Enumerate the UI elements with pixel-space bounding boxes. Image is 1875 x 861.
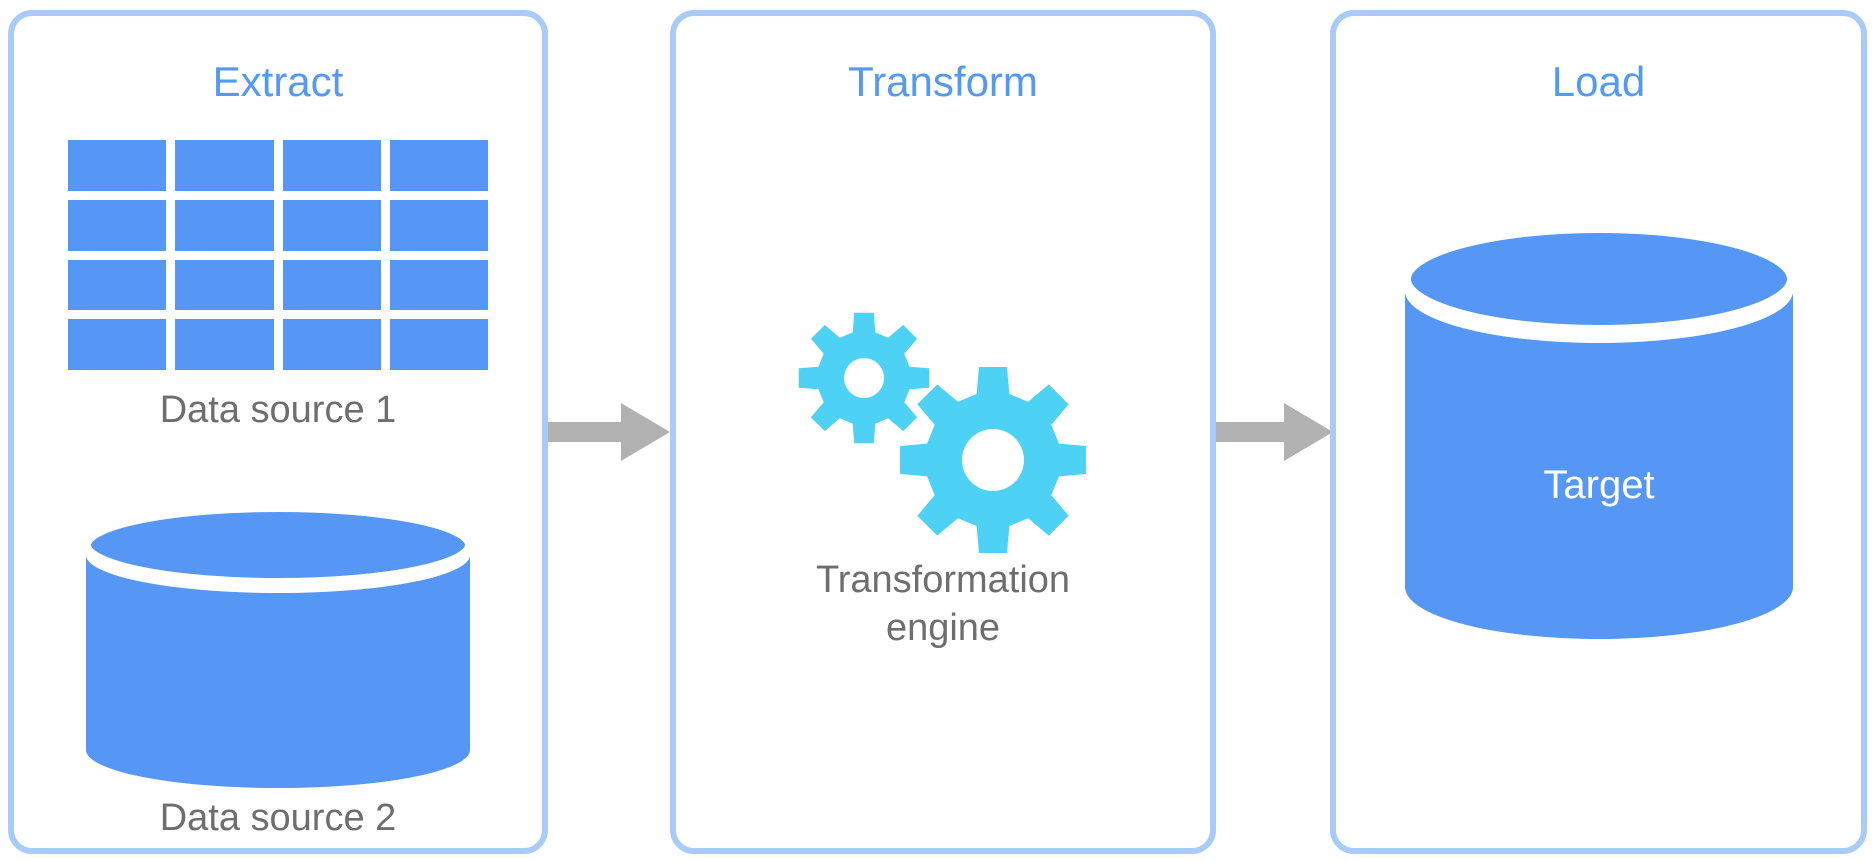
table-cell	[68, 199, 167, 251]
cylinder-body	[1404, 291, 1793, 639]
flow-arrow-extract-to-transform	[548, 403, 670, 461]
icon-label: Data source 2	[159, 797, 397, 839]
table-cell	[389, 319, 488, 370]
table-cell	[68, 259, 167, 311]
table-cell	[282, 259, 381, 311]
icon-label: Transformation engine	[815, 559, 1071, 649]
gears-icon	[798, 312, 1088, 557]
cylinder-cap	[1403, 221, 1794, 337]
target-label: Target	[1543, 463, 1654, 507]
table-cell	[389, 140, 488, 191]
table-cell	[389, 199, 488, 251]
database-cylinder-icon: Target	[1403, 221, 1794, 639]
table-cell	[175, 259, 274, 311]
gear-small-hole	[844, 358, 884, 398]
table-cell	[282, 140, 381, 191]
arrow-shape	[548, 403, 670, 461]
cylinder-body	[86, 555, 470, 788]
table-cell	[68, 319, 167, 370]
flow-arrow-transform-to-load	[1216, 403, 1333, 461]
panel-title-load: Load	[1551, 57, 1646, 105]
table-icon	[68, 140, 488, 370]
panel-load: Load Target	[1330, 10, 1867, 854]
cylinder-cap	[85, 502, 471, 588]
table-cell	[175, 140, 274, 191]
table-cell	[175, 199, 274, 251]
database-cylinder-icon	[85, 502, 471, 788]
gear-large-hole	[962, 429, 1024, 491]
panel-title-extract: Extract	[212, 57, 344, 105]
table-cell	[68, 140, 167, 191]
table-cell	[175, 319, 274, 370]
table-cell	[389, 259, 488, 311]
arrow-shape	[1216, 403, 1333, 461]
panel-title-transform: Transform	[848, 57, 1038, 105]
panel-extract: Extract Data source 1 Data source 2	[8, 10, 548, 854]
table-cell	[282, 319, 381, 370]
panel-transform: Transform Transformation engine	[670, 10, 1216, 854]
table-cell	[282, 199, 381, 251]
icon-label: Data source 1	[159, 389, 397, 431]
